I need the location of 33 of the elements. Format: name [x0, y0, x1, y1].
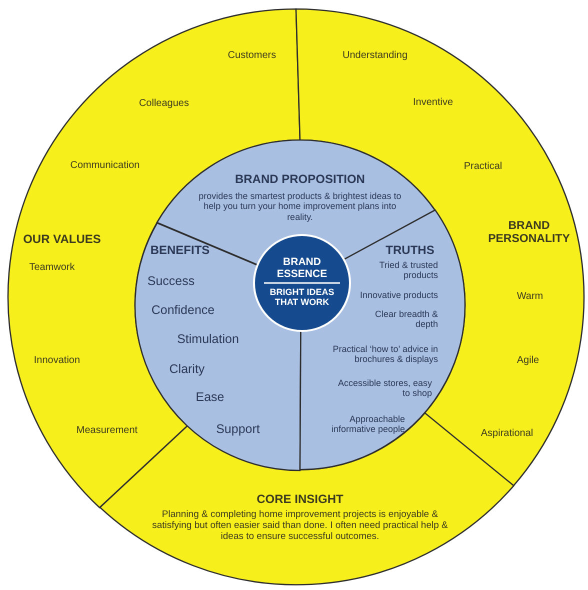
value-text: Teamwork	[28, 262, 76, 274]
value-text: Communication	[69, 160, 141, 172]
segment-heading: TRUTHS	[384, 244, 436, 258]
point-text: Success	[146, 274, 196, 288]
value-text: Customers	[226, 50, 278, 62]
value-text: Colleagues	[138, 98, 190, 110]
value-text: Inventive	[412, 97, 454, 108]
point-text: Approachable informative people	[330, 414, 405, 435]
segment-heading: OUR VALUES	[22, 233, 102, 247]
essence-heading: BRAND ESSENCE	[276, 256, 328, 280]
point-text: Accessible stores, easy to shop	[336, 378, 432, 399]
value-text: Innovation	[32, 355, 82, 366]
value-text: Measurement	[75, 425, 139, 436]
segment-heading: BRAND PERSONALITY	[487, 220, 571, 246]
segment-heading: CORE INSIGHT	[256, 492, 344, 507]
essence-tagline: BRIGHT IDEAS THAT WORK	[268, 287, 336, 308]
segment-heading: BENEFITS	[149, 244, 211, 258]
value-text: Understanding	[341, 50, 409, 62]
point-text: Support	[215, 422, 261, 436]
point-text: Clarity	[168, 362, 206, 376]
description-text: Planning & completing home improvement projects is enjoyable & satisfying but often easier said than done. I often need practical help & ideas to ensure successful outcomes.	[151, 510, 449, 543]
point-text: Ease	[194, 390, 226, 404]
segment-heading: BRAND PROPOSITION	[234, 172, 366, 187]
value-text: Aspirational	[480, 428, 534, 440]
point-text: Tried & trusted products	[378, 260, 438, 281]
point-text: Confidence	[150, 303, 216, 318]
point-text: Practical ‘how to’ advice in brochures & displays	[332, 344, 438, 365]
value-text: Practical	[462, 161, 504, 172]
description-text: provides the smartest products & brightest ideas to help you turn your home improvement plans into reality.	[198, 190, 402, 222]
value-text: Warm	[516, 291, 544, 302]
point-text: Stimulation	[176, 332, 240, 346]
point-text: Clear breadth & depth	[374, 308, 438, 330]
value-text: Agile	[516, 355, 540, 366]
